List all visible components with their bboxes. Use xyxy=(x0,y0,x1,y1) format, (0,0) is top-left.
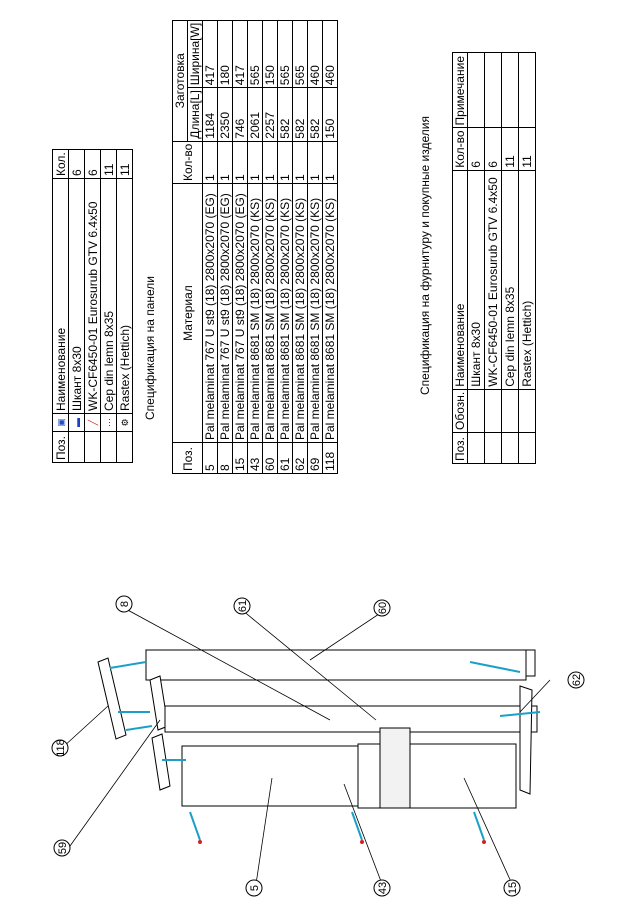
screw-tip xyxy=(482,840,486,844)
callout-circle xyxy=(233,597,251,615)
dowel-line xyxy=(469,661,521,673)
callout-59: 59 xyxy=(53,839,71,857)
leader-line xyxy=(343,783,383,885)
callout-circle xyxy=(51,739,69,757)
callout-118: 118 xyxy=(51,739,69,757)
screw-tip xyxy=(360,840,364,844)
callout-label: 61 xyxy=(237,600,249,612)
dowel-line xyxy=(109,661,147,669)
callout-61: 61 xyxy=(233,597,251,615)
panel-43 xyxy=(181,745,363,807)
callout-label: 8 xyxy=(119,601,131,607)
callout-circle xyxy=(53,839,71,857)
leader-line xyxy=(61,705,109,749)
callout-5: 5 xyxy=(245,879,263,897)
callout-circle xyxy=(373,599,391,617)
leader-line xyxy=(519,679,551,713)
dowel-line xyxy=(499,711,541,717)
leader-line xyxy=(255,777,273,885)
panel-59 xyxy=(151,733,171,791)
panel-8-body xyxy=(145,649,527,681)
callout-label: 43 xyxy=(377,882,389,894)
leader-line xyxy=(309,611,383,661)
dowel-line xyxy=(125,725,153,731)
callout-62: 62 xyxy=(567,671,585,689)
leader-line xyxy=(69,719,161,847)
callout-circle xyxy=(245,879,263,897)
screw-tip xyxy=(198,840,202,844)
callout-circle xyxy=(373,879,391,897)
callout-circle xyxy=(115,595,133,613)
leader-line xyxy=(241,609,377,721)
leader-line xyxy=(123,607,331,721)
callout-circle xyxy=(567,671,585,689)
callout-label: 60 xyxy=(377,602,389,614)
dowel-line xyxy=(473,811,485,841)
dowel-line xyxy=(189,811,201,841)
callout-60: 60 xyxy=(373,599,391,617)
callout-43: 43 xyxy=(373,879,391,897)
panel-15 xyxy=(379,727,411,809)
leader-line xyxy=(463,777,513,885)
panel-62 xyxy=(519,685,533,795)
dowel-line xyxy=(351,811,363,841)
callout-8: 8 xyxy=(115,595,133,613)
callout-15: 15 xyxy=(503,879,521,897)
callout-circle xyxy=(503,879,521,897)
callout-label: 15 xyxy=(507,882,519,894)
panel-61 xyxy=(164,705,538,733)
callout-label: 5 xyxy=(249,885,261,891)
callout-label: 59 xyxy=(57,842,69,854)
callout-label: 118 xyxy=(55,739,67,757)
panel-118 xyxy=(97,657,127,740)
callout-label: 62 xyxy=(571,674,583,686)
